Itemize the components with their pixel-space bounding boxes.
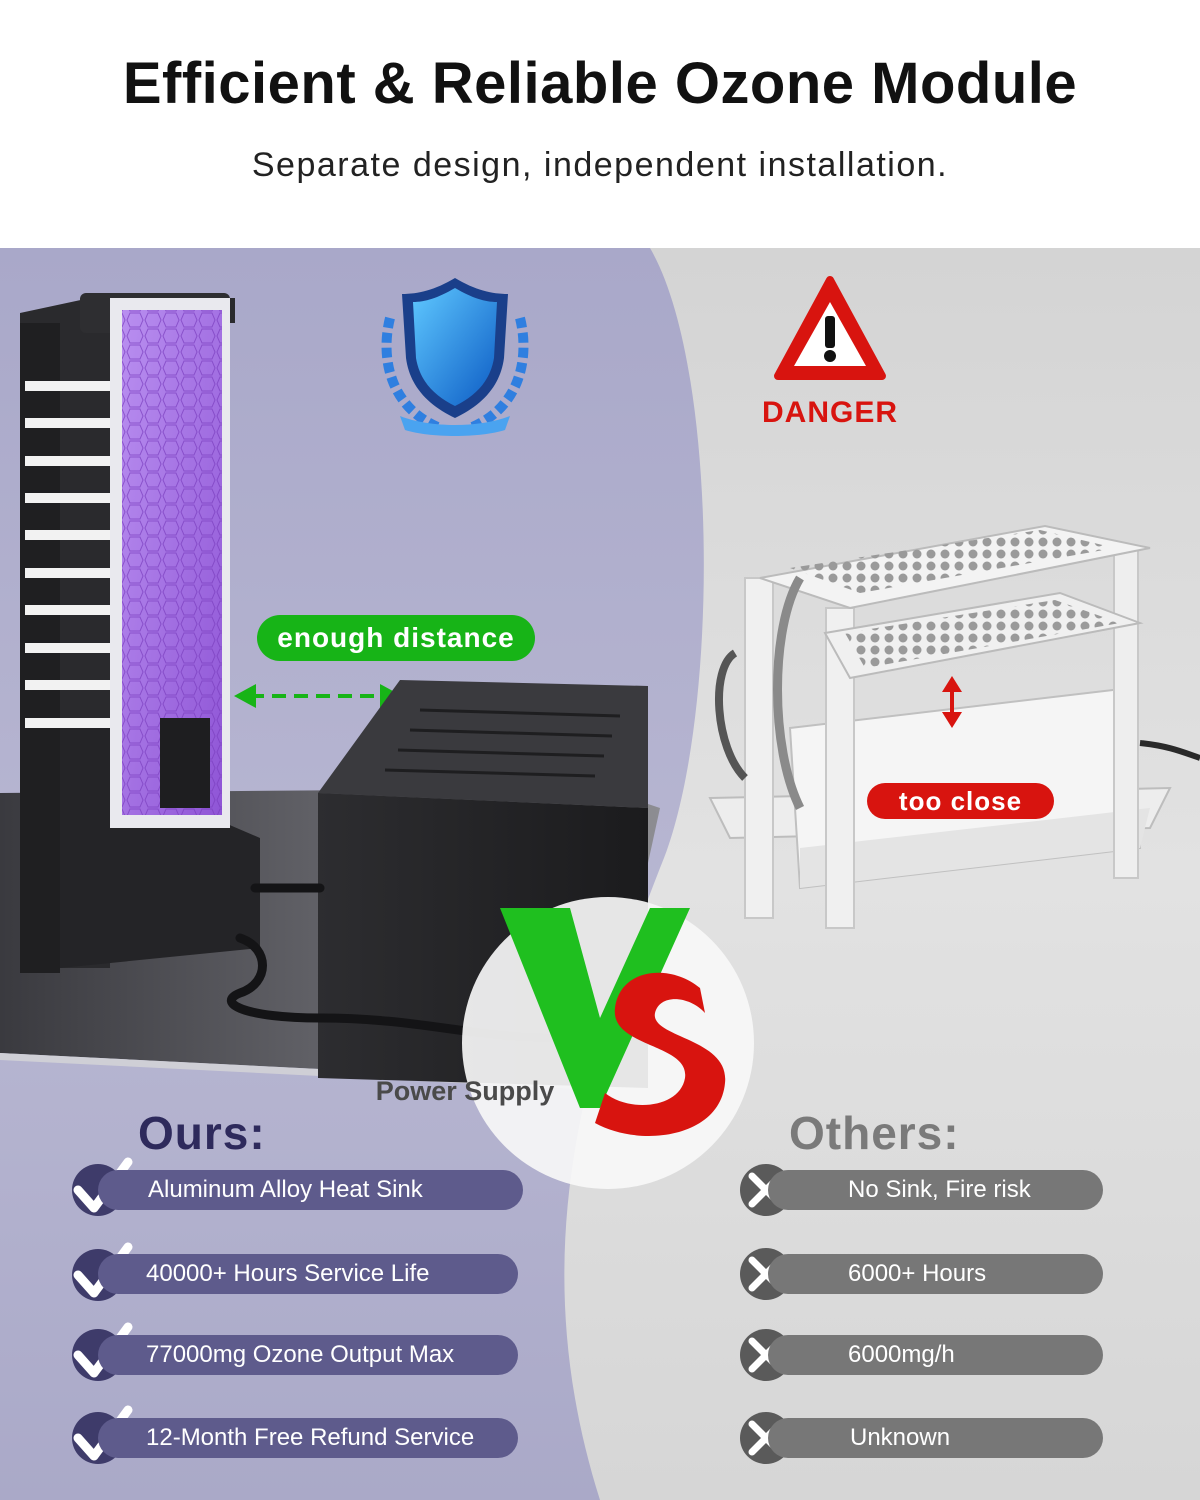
- ours-feature-text: 12-Month Free Refund Service: [146, 1424, 475, 1451]
- too-close-arrow: [942, 676, 962, 728]
- page-title: Efficient & Reliable Ozone Module: [122, 51, 1078, 116]
- power-supply-label: Power Supply: [375, 1076, 555, 1106]
- vs-v-letter: [500, 908, 690, 1108]
- ours-feature-2: 40000+ Hours Service Life: [98, 1254, 518, 1294]
- ours-feature-1: Aluminum Alloy Heat Sink: [98, 1170, 523, 1210]
- others-feature-text: 6000mg/h: [848, 1341, 955, 1368]
- others-feature-3: 6000mg/h: [768, 1335, 1103, 1375]
- ours-feature-text: 77000mg Ozone Output Max: [146, 1341, 455, 1368]
- ours-feature-4: 12-Month Free Refund Service: [98, 1418, 518, 1458]
- too-close-badge: too close: [867, 783, 1054, 819]
- ours-feature-text: 40000+ Hours Service Life: [146, 1260, 430, 1287]
- others-feature-text: 6000+ Hours: [848, 1260, 987, 1287]
- comparison-illustration: [0, 248, 1200, 1500]
- others-feature-text: Unknown: [850, 1424, 951, 1451]
- others-feature-2: 6000+ Hours: [768, 1254, 1103, 1294]
- vs-badge: [462, 897, 754, 1189]
- ours-feature-3: 77000mg Ozone Output Max: [98, 1335, 518, 1375]
- others-feature-1: No Sink, Fire risk: [768, 1170, 1103, 1210]
- comparison-panel: enough distance Power Supply DANGER too …: [0, 248, 1200, 1500]
- enough-distance-badge: enough distance: [257, 615, 535, 661]
- vs-s-letter: [595, 972, 726, 1136]
- others-heading: Others:: [789, 1107, 960, 1159]
- ozone-plate: [110, 298, 230, 828]
- page-subtitle: Separate design, independent installatio…: [251, 146, 949, 184]
- shield-laurel-icon: [381, 278, 529, 436]
- others-feature-text: No Sink, Fire risk: [848, 1176, 1031, 1203]
- ours-feature-text: Aluminum Alloy Heat Sink: [148, 1176, 423, 1203]
- danger-label: DANGER: [761, 396, 898, 429]
- warning-triangle-icon: [774, 276, 886, 380]
- too-close-label: too close: [898, 786, 1023, 816]
- others-feature-4: Unknown: [768, 1418, 1103, 1458]
- header: Efficient & Reliable Ozone Module Separa…: [0, 0, 1200, 248]
- ours-heading: Ours:: [138, 1107, 266, 1159]
- enough-distance-label: enough distance: [277, 622, 515, 653]
